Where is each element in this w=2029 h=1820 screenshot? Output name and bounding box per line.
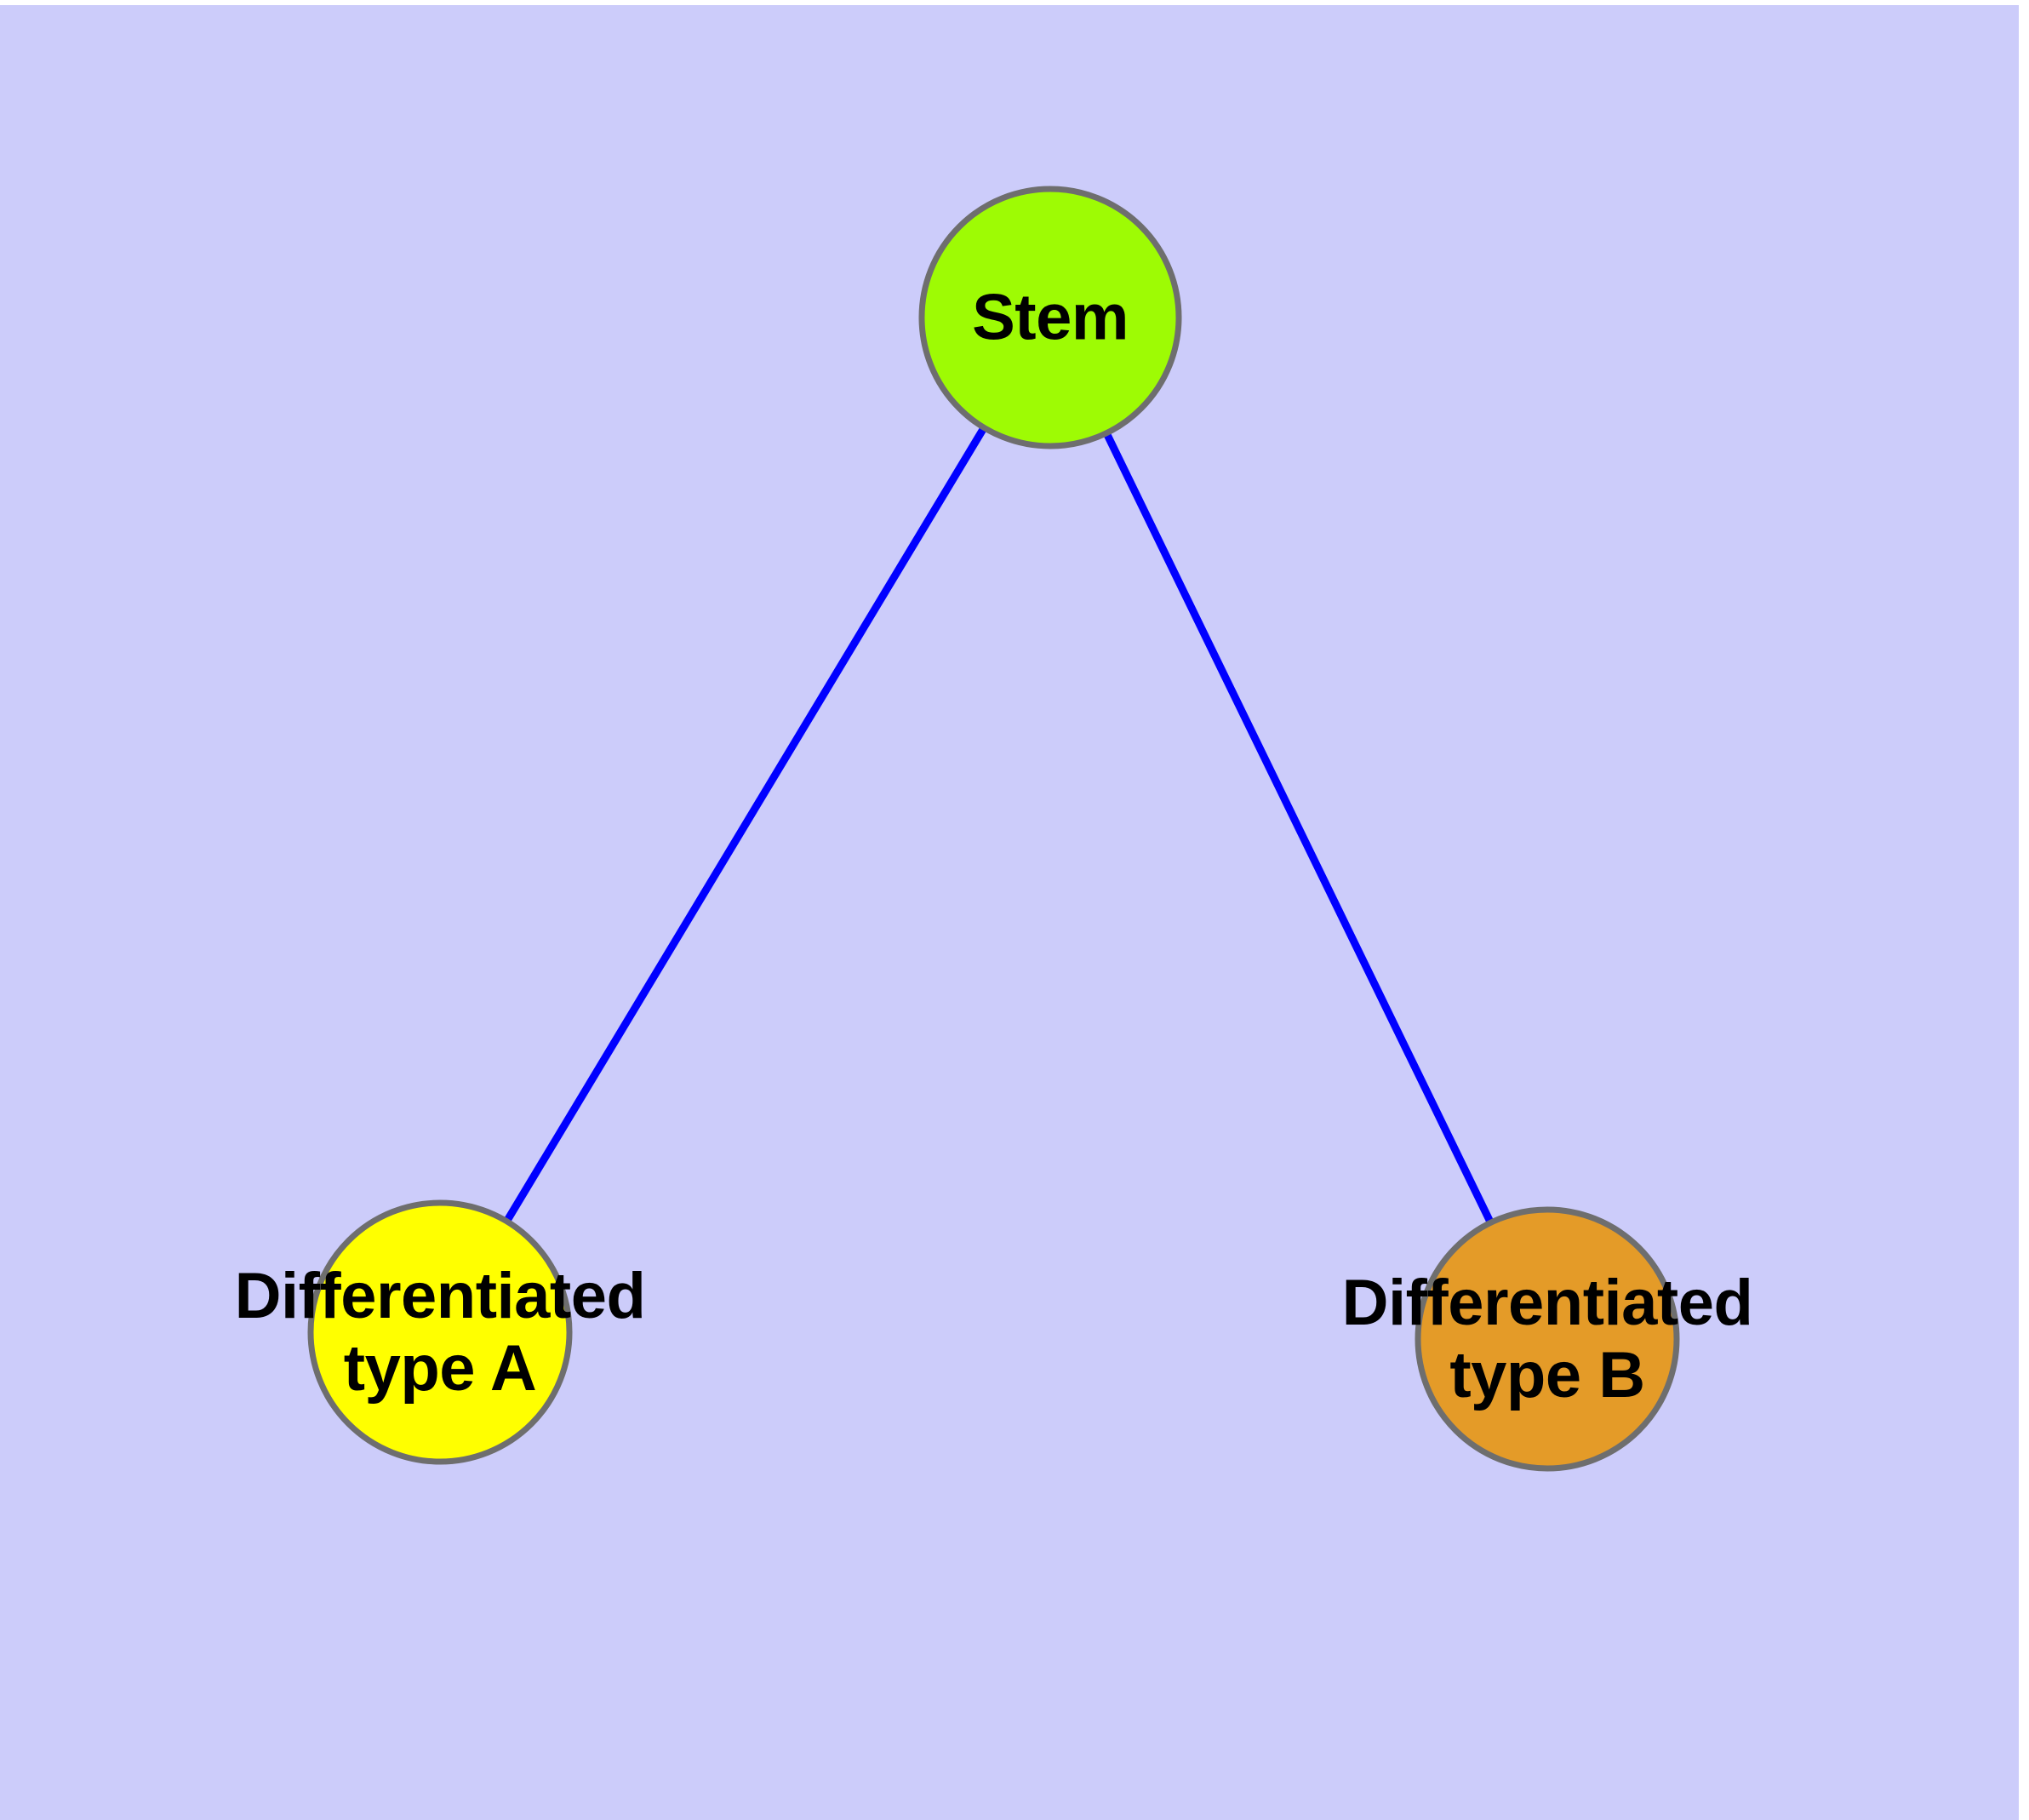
graph-edge-stem-to-diff_b[interactable]: [1046, 316, 1552, 1341]
nodes-group: [307, 186, 1680, 1472]
graph-node-stem[interactable]: [918, 186, 1182, 449]
graph-node-diff_b[interactable]: [1415, 1206, 1680, 1472]
graph-edge-stem-to-diff_a[interactable]: [437, 315, 1054, 1335]
graph-node-diff_a[interactable]: [307, 1199, 573, 1465]
edges-group: [437, 315, 1552, 1341]
